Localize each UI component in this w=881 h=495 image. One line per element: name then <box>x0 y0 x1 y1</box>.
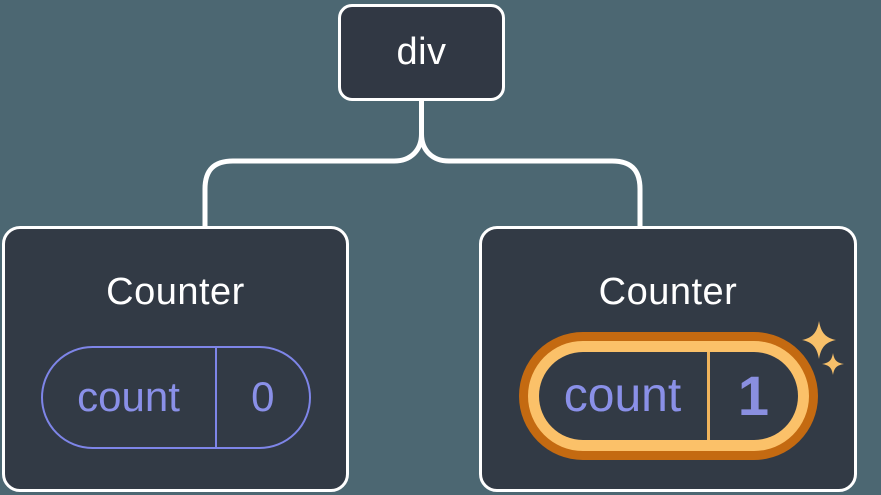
state-pill-highlight-ring: count 1 <box>518 331 818 460</box>
state-value: 0 <box>251 373 275 421</box>
state-pill-left: count 0 <box>40 345 311 449</box>
state-pill-highlight-inner-ring: count 1 <box>527 340 809 451</box>
state-pill-right: count 1 <box>538 351 798 440</box>
connector-left-branch <box>202 97 424 230</box>
component-title: Counter <box>598 271 738 313</box>
state-key: count <box>77 373 180 421</box>
component-title: Counter <box>106 271 245 313</box>
connector-right-branch <box>419 97 643 230</box>
counter-card-right: Counter count 1 <box>479 226 857 492</box>
state-pill-divider <box>706 351 710 440</box>
state-value: 1 <box>737 364 770 428</box>
counter-card-left: Counter count 0 <box>2 226 349 492</box>
root-node-div: div <box>338 4 505 101</box>
state-pill-divider <box>214 347 217 447</box>
state-key: count <box>563 369 682 423</box>
root-node-label: div <box>396 31 447 73</box>
